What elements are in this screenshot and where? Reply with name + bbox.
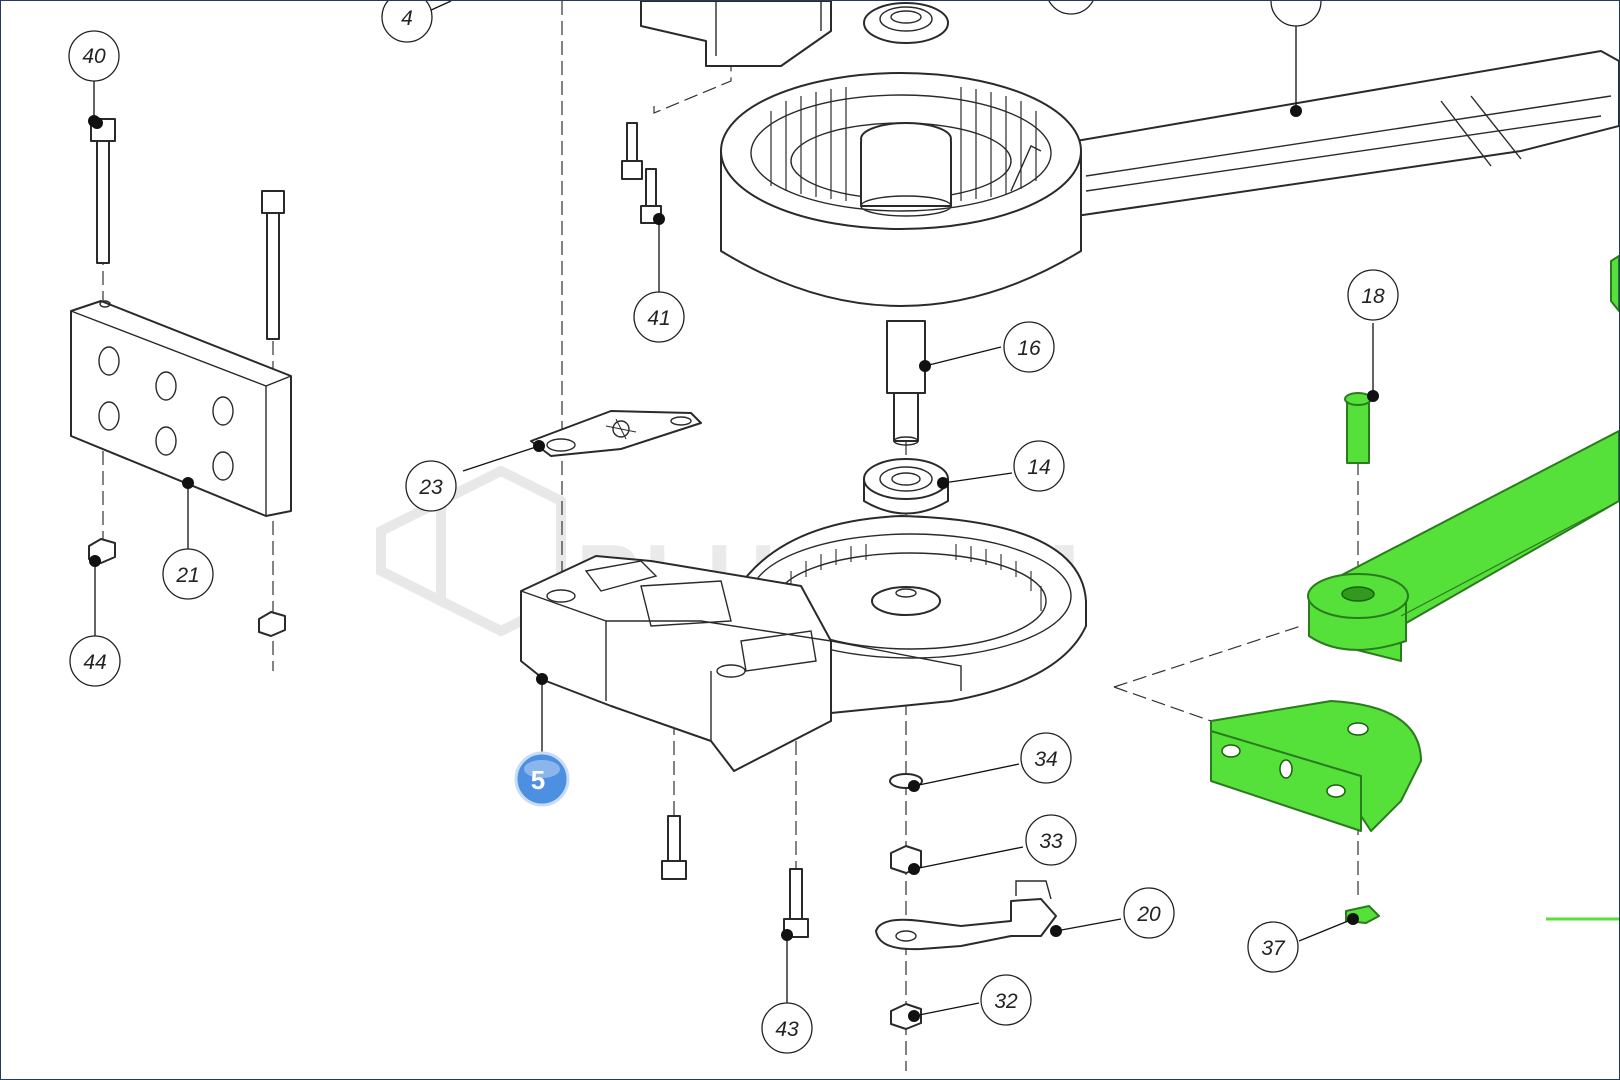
callout-20: 20 (1123, 887, 1175, 939)
bearing (863, 458, 949, 515)
callout-16-label: 16 (1017, 337, 1041, 360)
screws-41 (621, 122, 662, 224)
callout-32-label: 32 (994, 990, 1018, 1013)
callout-34-label: 34 (1034, 748, 1057, 771)
mounting-plate (70, 300, 292, 517)
callout-18: 18 (1347, 269, 1399, 321)
upper-bracket-partial (640, 1, 832, 67)
callout-37: 37 (1247, 921, 1299, 973)
green-pin-18 (1344, 392, 1372, 464)
contact-strip-20 (875, 880, 1057, 951)
long-screws (90, 118, 285, 340)
callout-44: 44 (69, 635, 121, 687)
green-edge-right (1546, 255, 1619, 921)
callout-4: 4 (381, 1, 433, 43)
callout-33: 33 (1025, 814, 1077, 866)
callout-41-label: 41 (647, 307, 670, 330)
green-bracket (1210, 700, 1422, 832)
callout-40: 40 (68, 30, 120, 82)
motor-housing-with-arm (720, 50, 1619, 307)
leader-lines (88, 1, 1379, 1022)
screws-43 (661, 815, 809, 938)
callout-33-label: 33 (1039, 830, 1063, 853)
callout-21: 21 (162, 548, 214, 600)
callout-20-label: 20 (1136, 903, 1161, 926)
callout-34: 34 (1020, 732, 1072, 784)
callout-5-label: 5 (531, 765, 545, 795)
callout-23-label: 23 (418, 476, 443, 499)
callout-32: 32 (980, 974, 1032, 1026)
callout-43: 43 (761, 1002, 813, 1054)
top-bearing (863, 2, 949, 44)
callout-44-label: 44 (83, 651, 106, 674)
callout-16: 16 (1003, 321, 1055, 373)
callout-4-label: 4 (401, 7, 413, 30)
shaft (886, 320, 926, 446)
callout-21-label: 21 (175, 564, 199, 587)
callout-41: 41 (633, 291, 685, 343)
base-bracket-ring-gear (520, 515, 1087, 772)
callout-18-label: 18 (1361, 285, 1385, 308)
callout-40-label: 40 (82, 45, 106, 68)
callout-14-label: 14 (1027, 456, 1050, 479)
callout-37-label: 37 (1261, 937, 1286, 960)
callout-5-highlighted[interactable]: 5 (514, 751, 570, 807)
callout-43-label: 43 (775, 1018, 799, 1041)
callout-top-partial (1048, 1, 1094, 15)
callout-23: 23 (405, 460, 457, 512)
callout-14: 14 (1013, 440, 1065, 492)
callout-top-right-partial (1270, 1, 1322, 27)
gasket-plate (530, 410, 702, 457)
green-arm (1307, 430, 1619, 662)
